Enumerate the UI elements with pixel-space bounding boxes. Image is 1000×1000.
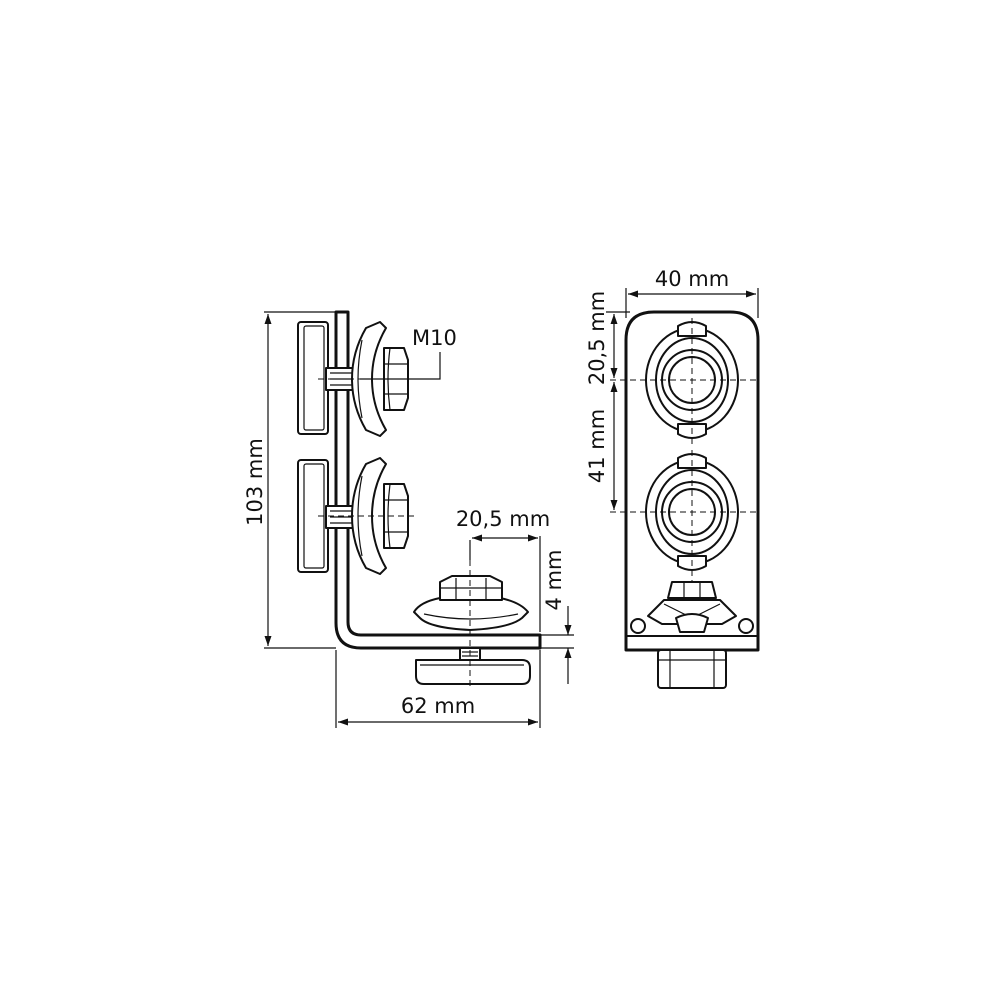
dimension-thickness: 4 mm bbox=[540, 550, 574, 684]
bolt-base bbox=[413, 560, 531, 690]
bolt-upper bbox=[318, 321, 414, 437]
label-hole-spacing: 41 mm bbox=[585, 409, 609, 483]
label-thread: M10 bbox=[412, 326, 457, 350]
bolt-lower bbox=[318, 457, 414, 575]
label-hole-offset-base: 20,5 mm bbox=[456, 507, 550, 531]
slot-hole-lower bbox=[610, 450, 756, 600]
dimension-hole-offset-top: 20,5 mm bbox=[585, 291, 630, 385]
label-width-front: 40 mm bbox=[655, 267, 729, 291]
dimension-hole-spacing: 41 mm bbox=[585, 382, 618, 510]
label-height-total: 103 mm bbox=[243, 438, 267, 526]
slot-hole-upper bbox=[610, 318, 756, 448]
side-view: 103 mm 62 mm 20,5 mm 4 mm M10 bbox=[243, 310, 574, 728]
dimension-hole-offset-base: 20,5 mm bbox=[456, 507, 550, 632]
front-view: 40 mm 20,5 mm 41 mm bbox=[585, 267, 760, 689]
label-thickness: 4 mm bbox=[542, 550, 566, 611]
dimension-width-front: 40 mm bbox=[625, 267, 759, 318]
rubber-pad-base bbox=[415, 659, 531, 685]
front-plate bbox=[624, 310, 760, 652]
label-hole-offset-top: 20,5 mm bbox=[585, 291, 609, 385]
dimension-height-total: 103 mm bbox=[243, 311, 336, 649]
front-bolt-base bbox=[630, 581, 754, 689]
label-width-base: 62 mm bbox=[401, 694, 475, 718]
dimension-width-base: 62 mm bbox=[335, 650, 541, 728]
callout-thread: M10 bbox=[360, 326, 457, 380]
